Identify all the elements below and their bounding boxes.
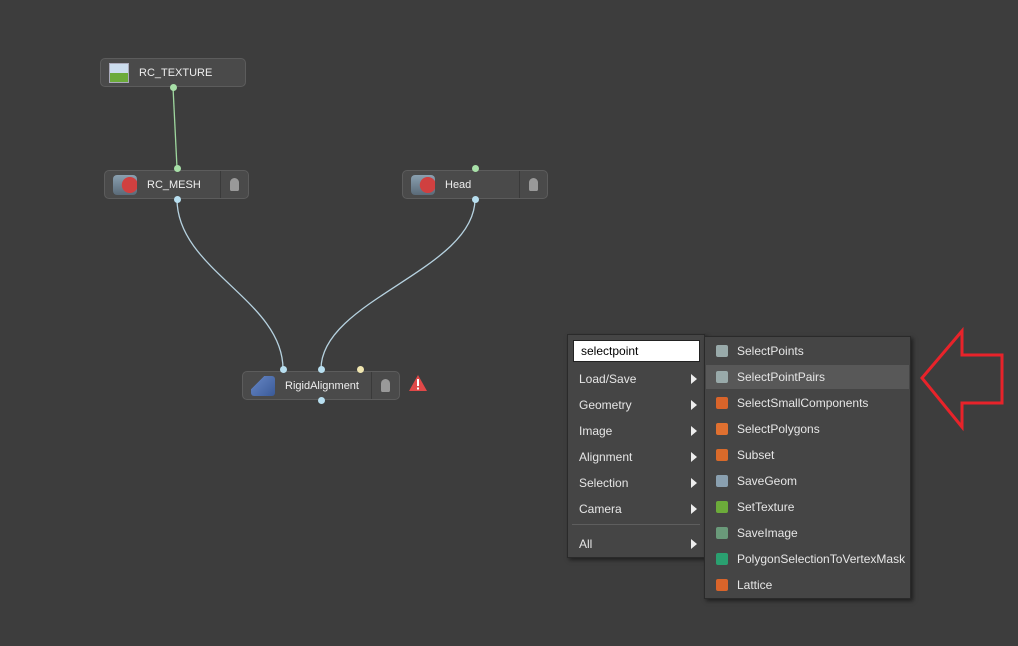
menu-item-polygonselectiontovertexmask[interactable]: PolygonSelectionToVertexMask <box>706 547 909 571</box>
output-port[interactable] <box>170 84 177 91</box>
menu-category-camera[interactable]: Camera <box>569 497 703 521</box>
output-port[interactable] <box>318 397 325 404</box>
output-port[interactable] <box>472 196 479 203</box>
node-type-icon <box>716 371 728 383</box>
chevron-right-icon <box>691 504 697 514</box>
warning-icon <box>409 375 427 391</box>
menu-item-selectpoints[interactable]: SelectPoints <box>706 339 909 363</box>
bulb-icon <box>529 178 538 191</box>
menu-separator <box>572 524 700 525</box>
input-port[interactable] <box>318 366 325 373</box>
menu-item-selectsmallcomponents[interactable]: SelectSmallComponents <box>706 391 909 415</box>
node-type-icon <box>716 579 728 591</box>
chevron-right-icon <box>691 426 697 436</box>
node-type-icon <box>716 449 728 461</box>
menu-category-load-save[interactable]: Load/Save <box>569 367 703 391</box>
chevron-right-icon <box>691 374 697 384</box>
node-type-icon <box>716 397 728 409</box>
node-type-icon <box>716 501 728 513</box>
search-input[interactable] <box>573 340 700 362</box>
node-create-menu: Load/Save Geometry Image Alignment Selec… <box>567 334 705 558</box>
image-icon <box>109 62 129 83</box>
chevron-right-icon <box>691 478 697 488</box>
visibility-bulb-button[interactable] <box>519 171 547 198</box>
chevron-right-icon <box>691 539 697 549</box>
chevron-right-icon <box>691 400 697 410</box>
menu-category-selection[interactable]: Selection <box>569 471 703 495</box>
input-port[interactable] <box>357 366 364 373</box>
node-type-icon <box>716 527 728 539</box>
menu-item-subset[interactable]: Subset <box>706 443 909 467</box>
node-rc-texture[interactable]: RC_TEXTURE <box>100 58 246 87</box>
visibility-bulb-button[interactable] <box>371 372 399 399</box>
alignment-icon <box>251 375 275 396</box>
node-head[interactable]: Head <box>402 170 548 199</box>
input-port[interactable] <box>472 165 479 172</box>
node-rc-mesh[interactable]: RC_MESH <box>104 170 249 199</box>
menu-category-image[interactable]: Image <box>569 419 703 443</box>
mesh-icon <box>113 174 137 195</box>
menu-item-selectpolygons[interactable]: SelectPolygons <box>706 417 909 441</box>
node-type-icon <box>716 345 728 357</box>
menu-category-geometry[interactable]: Geometry <box>569 393 703 417</box>
chevron-right-icon <box>691 452 697 462</box>
output-port[interactable] <box>174 196 181 203</box>
menu-category-all[interactable]: All <box>569 532 703 556</box>
bulb-icon <box>381 379 390 392</box>
red-arrow-annotation <box>920 326 1004 432</box>
input-port[interactable] <box>174 165 181 172</box>
input-port[interactable] <box>280 366 287 373</box>
menu-item-saveimage[interactable]: SaveImage <box>706 521 909 545</box>
menu-item-lattice[interactable]: Lattice <box>706 573 909 597</box>
mesh-icon <box>411 174 435 195</box>
menu-item-selectpointpairs[interactable]: SelectPointPairs <box>706 365 909 389</box>
menu-item-settexture[interactable]: SetTexture <box>706 495 909 519</box>
node-type-icon <box>716 553 728 565</box>
node-rigid-alignment[interactable]: RigidAlignment <box>242 371 400 400</box>
visibility-bulb-button[interactable] <box>220 171 248 198</box>
menu-item-savegeom[interactable]: SaveGeom <box>706 469 909 493</box>
bulb-icon <box>230 178 239 191</box>
node-type-icon <box>716 423 728 435</box>
menu-category-alignment[interactable]: Alignment <box>569 445 703 469</box>
node-type-icon <box>716 475 728 487</box>
